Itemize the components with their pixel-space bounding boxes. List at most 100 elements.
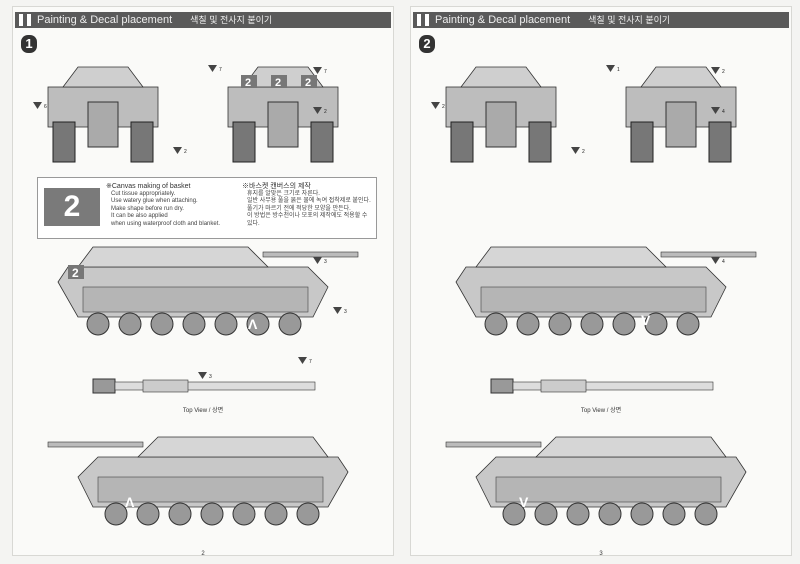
callout-arrow-icon [431,102,440,109]
tank-side-view-left-skirt [97,476,324,503]
tank-side-view-right-skirt [480,286,707,313]
tank-front-view-hull [87,101,119,148]
tank-side-view-right-road-wheel [676,312,700,336]
tank-side-view-left-turret [535,436,727,458]
header-title-ko: 색칠 및 전사지 붙이기 [190,15,273,25]
tank-rear-view-hull [665,101,697,148]
tank-side-view-right-turret [77,246,269,268]
side-marking: V [641,312,651,328]
tank-side-view-right [455,246,757,336]
page-number: 3 [599,551,603,557]
tank-side-view-right-road-wheel [516,312,540,336]
instruction-line: 일반 사무용 풀을 묽은 물에 녹여 접착제로 붙인다. [247,198,371,204]
tank-rear-view-track [708,121,732,163]
callout-number: 3 [209,374,212,380]
turret-decal-text: 2 [72,266,79,280]
callout-number: 2 [442,104,445,110]
rear-decal-text: 2 [275,77,281,89]
instruction-line: 풀기가 마르기 전에 적당한 모양을 만든다. [247,205,351,212]
tank-side-view-left-road-wheel [232,502,256,526]
callout-number: 2 [582,149,585,155]
section-header: Painting & Decal placement 색칠 및 전사지 붙이기 [15,12,391,28]
instructions-title: ※Canvas making of basket [106,183,191,190]
tank-side-view-left-road-wheel [662,502,686,526]
header-title-ko: 색칠 및 전사지 붙이기 [588,15,671,25]
callout-number: 3 [344,309,347,315]
callout-number: 2 [184,149,187,155]
rear-decal [271,75,287,88]
instruction-line: Use watery glue when attaching. [111,198,198,204]
tank-side-view-right-road-wheel [644,312,668,336]
instruction-line: when using waterproof cloth and blanket. [111,220,221,227]
tank-side-view-left-road-wheel [104,502,128,526]
tank-side-view-left-road-wheel [136,502,160,526]
header-title: Painting & Decal placement [37,14,173,26]
gun-barrel-top-view-breech [92,378,116,394]
tank-side-view-right-road-wheel [484,312,508,336]
callout-number: 7 [309,359,312,365]
instruction-line: Cut tissue appropriately. [111,190,176,197]
tank-front-view-track [528,121,552,163]
instructions-title-ko: ※바스켓 캔버스의 제작 [242,183,311,190]
tank-side-view-left-skirt [495,476,722,503]
tank-side-view-left [445,436,747,526]
tank-rear-view-track [310,121,334,163]
tank-front-view-hull [485,101,517,148]
tank-side-view-right-barrel [262,251,359,258]
callout-number: 4 [722,109,725,115]
tank-side-view-right [57,246,359,336]
instruction-line: 휴지를 알맞은 크기로 자른다. [247,190,320,197]
rear-decal-text: 2 [305,77,311,89]
tank-side-view-right-turret [475,246,667,268]
callout-arrow-icon [571,147,580,154]
callout-arrow-icon [198,372,207,379]
side-marking: Λ [248,316,258,332]
callout-arrow-icon [313,67,322,74]
tank-side-view-right-road-wheel [86,312,110,336]
tank-side-view-left-road-wheel [168,502,192,526]
tank-side-view-left-turret [137,436,329,458]
callout-arrow-icon [333,307,342,314]
tank-rear-view-track [232,121,256,163]
gun-barrel-top-view-tube [114,381,316,391]
tank-side-view-left-barrel [445,441,542,448]
callout-arrow-icon [298,357,307,364]
tank-side-view-right-road-wheel [118,312,142,336]
instructions-en: ※Canvas making of basket Cut tissue appr… [106,183,236,228]
tank-side-view-left-road-wheel [296,502,320,526]
callout-arrow-icon [711,67,720,74]
instructions-ko: ※바스켓 캔버스의 제작 휴지를 알맞은 크기로 자른다. 일반 사무용 풀을 … [242,183,374,228]
step-number: 2 [419,35,435,53]
tank-front-view-turret [62,66,144,88]
decal-2: 2 [44,188,100,226]
tank-side-view-right-road-wheel [278,312,302,336]
callout-arrow-icon [313,107,322,114]
tank-side-view-left-road-wheel [502,502,526,526]
callout-arrow-icon [208,65,217,72]
tank-side-view-left-road-wheel [200,502,224,526]
callout-arrow-icon [313,257,322,264]
gun-barrel-top-view-sleeve [142,379,189,393]
tank-side-view-left-road-wheel [264,502,288,526]
top-view-label: Top View / 상면 [580,408,622,414]
tank-side-view-right-road-wheel [548,312,572,336]
callout-number: 1 [617,67,620,73]
tank-side-view-left-road-wheel [566,502,590,526]
tank-side-view-right-road-wheel [612,312,636,336]
rear-decal [241,75,257,88]
tank-rear-view-hull [267,101,299,148]
instruction-line: It can be also applied [111,213,168,219]
section-icon [417,14,429,26]
tank-side-view-right-road-wheel [182,312,206,336]
callout-number: 6 [44,104,47,110]
gun-barrel-top-view-breech [490,378,514,394]
top-view-label: Top View / 상면 [182,408,224,414]
tank-side-view-right-skirt [82,286,309,313]
tank-side-view-left-road-wheel [630,502,654,526]
callout-number: 2 [324,109,327,115]
tank-side-view-left-barrel [47,441,144,448]
